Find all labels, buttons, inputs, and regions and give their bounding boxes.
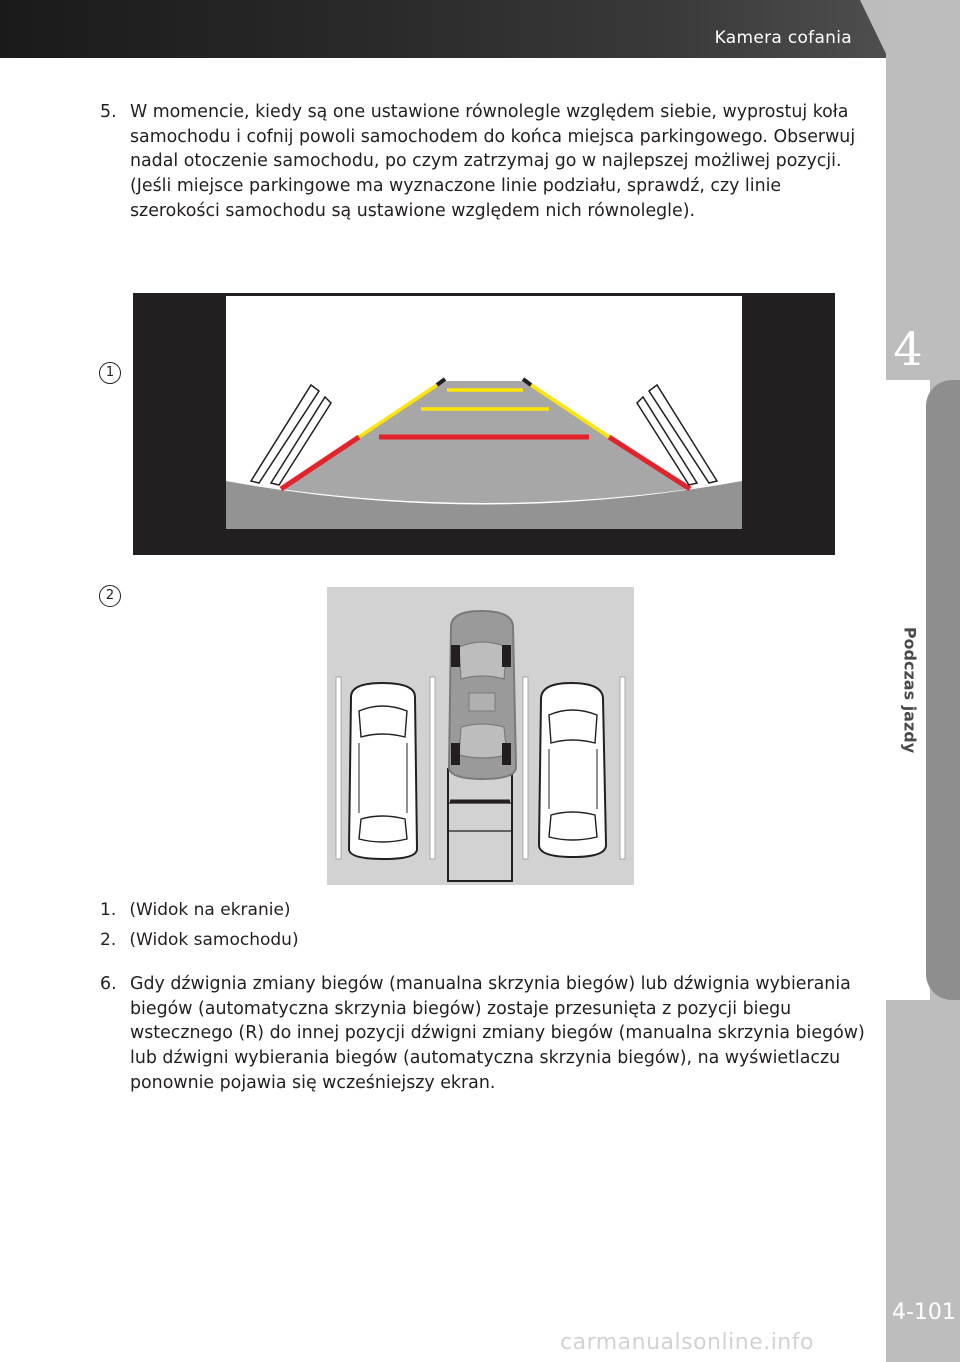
parking-line-3 (522, 676, 529, 860)
legend-text: (Widok na ekranie) (129, 900, 291, 920)
parking-line-2 (429, 676, 436, 860)
reversing-car (447, 609, 518, 781)
wheel-rear-right (502, 743, 511, 765)
road-surface (281, 381, 690, 503)
left-parking-line-outer (249, 383, 321, 484)
side-tab-background (886, 380, 930, 1000)
wheel-front-left (451, 645, 460, 667)
parked-car-left (347, 681, 419, 861)
header-notch (860, 0, 888, 58)
yellow-guide-right (530, 383, 610, 439)
chapter-tab (926, 380, 960, 1000)
step-number: 5. (100, 102, 117, 122)
page-number: 4-101 (892, 1300, 956, 1325)
step-text: Gdy dźwignia zmiany biegów (manualna skr… (130, 974, 865, 1093)
header-bar (0, 0, 960, 58)
right-parking-line-outer (647, 383, 719, 484)
step-text: W momencie, kiedy są one ustawione równo… (130, 102, 856, 221)
yellow-guide-left (358, 383, 438, 439)
bumper-area (226, 481, 742, 529)
chapter-number: 4 (893, 322, 923, 376)
left-parking-line-inner (269, 395, 332, 486)
chapter-label: Podczas jazdy (900, 626, 920, 754)
wheel-front-right (502, 645, 511, 667)
right-parking-line-inner (636, 395, 699, 486)
camera-screen-figure (133, 293, 835, 555)
parked-car-right (537, 681, 608, 859)
legend-text: (Widok samochodu) (129, 930, 299, 950)
legend-item-1: 1. (Widok na ekranie) (100, 900, 291, 920)
parking-line-4 (619, 676, 626, 860)
legend-number: 2. (100, 930, 117, 950)
far-end-left (435, 377, 447, 387)
parking-line-1 (335, 676, 342, 860)
wheel-rear-left (451, 743, 460, 765)
callout-1: 1 (99, 362, 121, 384)
red-guide-left (279, 434, 361, 492)
far-end-right (521, 377, 533, 387)
page-section-title: Kamera cofania (714, 28, 852, 48)
watermark: carmanualsonline.info (560, 1330, 814, 1355)
red-guide-right (607, 434, 692, 492)
legend-item-2: 2. (Widok samochodu) (100, 930, 299, 950)
step-number: 6. (100, 974, 117, 994)
legend-number: 1. (100, 900, 117, 920)
callout-2: 2 (99, 585, 121, 607)
parking-top-view-figure (327, 587, 634, 885)
